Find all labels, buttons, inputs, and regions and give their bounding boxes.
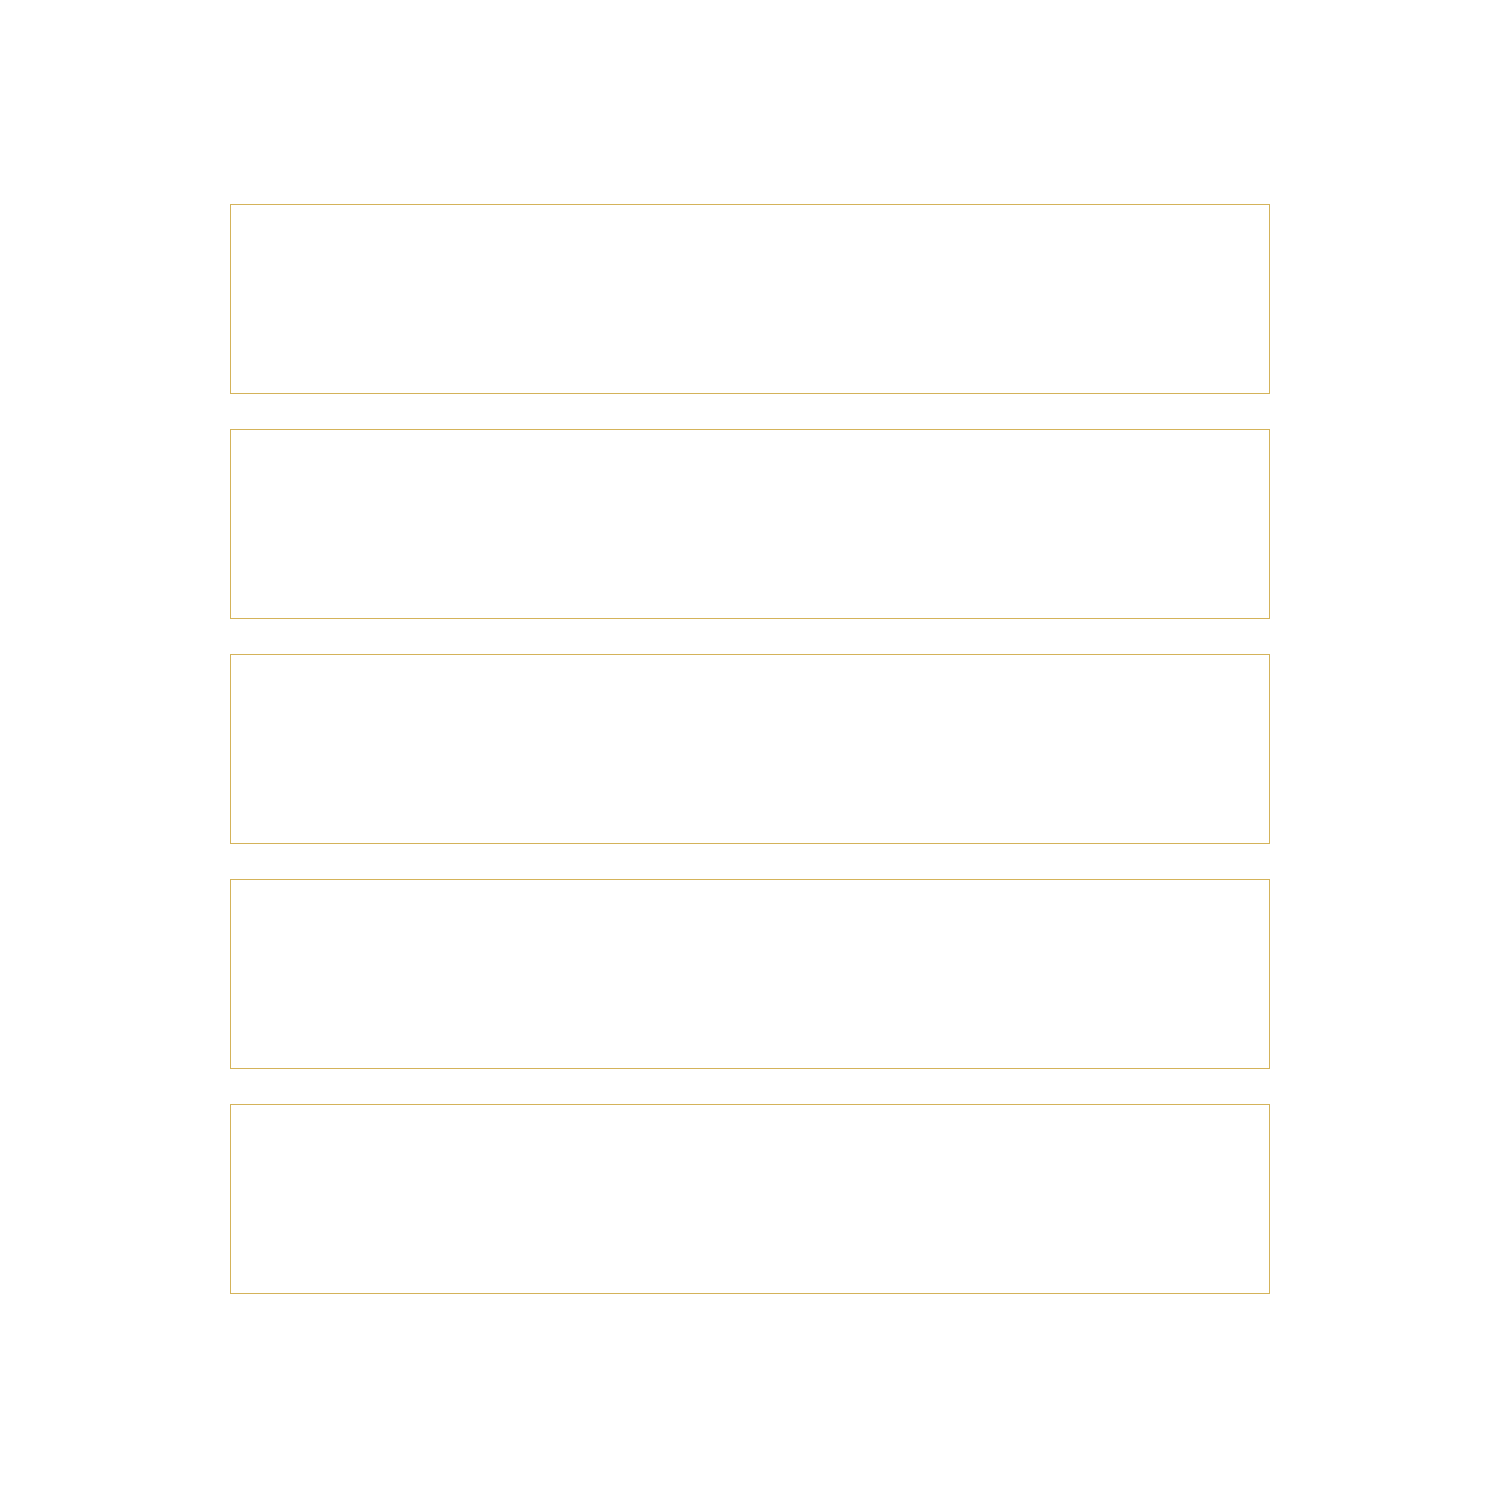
panel-stack <box>230 204 1270 1294</box>
empty-panel-4 <box>230 879 1270 1069</box>
empty-panel-2 <box>230 429 1270 619</box>
empty-panel-1 <box>230 204 1270 394</box>
empty-panel-3 <box>230 654 1270 844</box>
empty-panel-5 <box>230 1104 1270 1294</box>
